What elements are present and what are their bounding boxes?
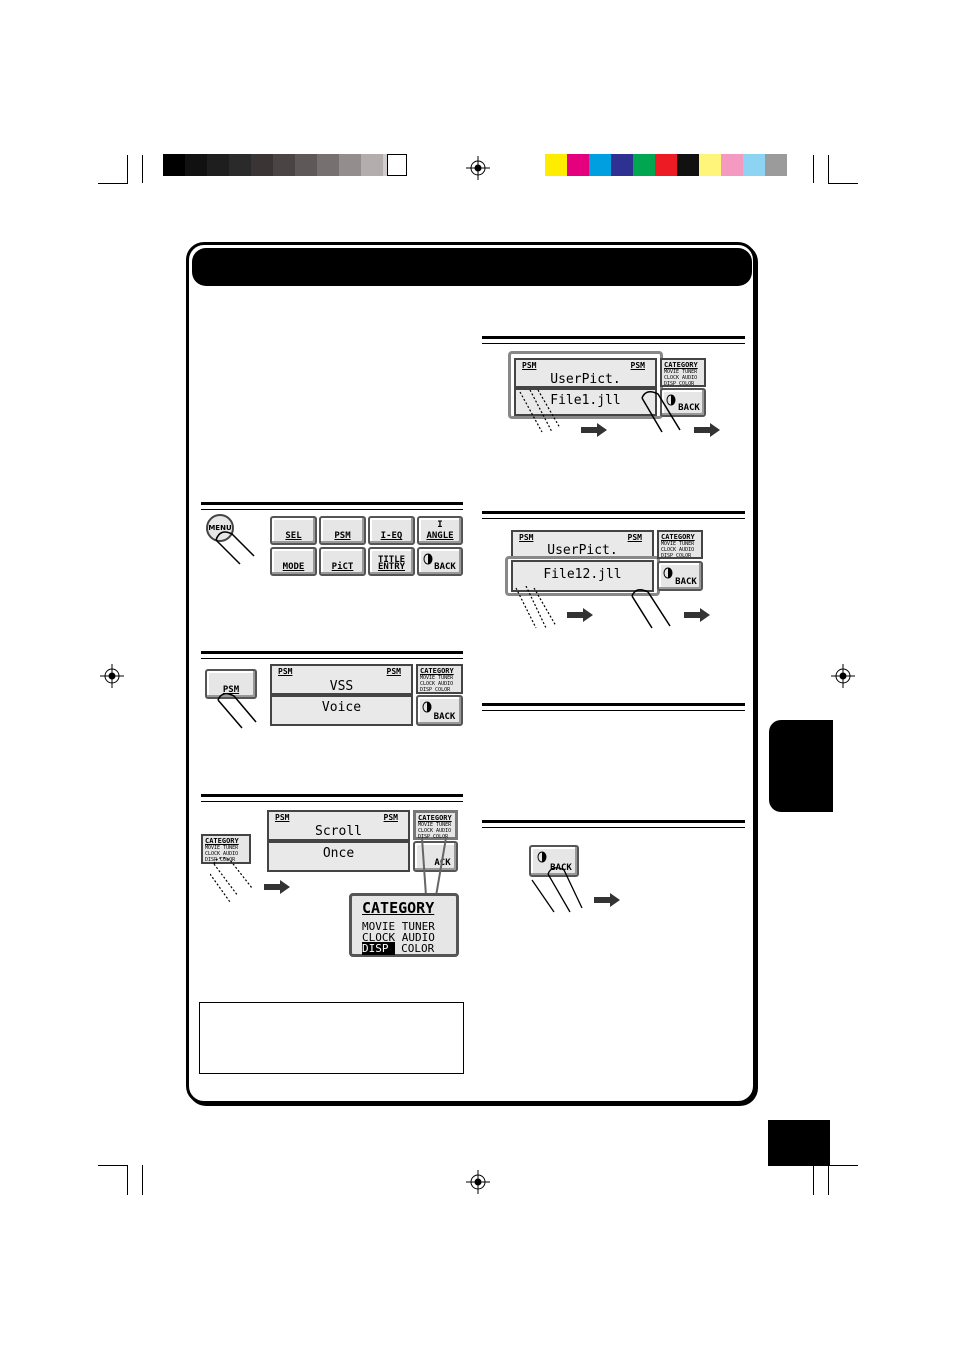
registration-mark-bottom bbox=[466, 1170, 490, 1194]
back-key[interactable]: BACK bbox=[529, 845, 579, 877]
finger-press-icon bbox=[631, 589, 671, 629]
title-entry-button[interactable]: TITLE ENTRY bbox=[368, 547, 415, 576]
lcd-line2-text: File1.jll bbox=[550, 393, 621, 408]
back-button[interactable]: BACK bbox=[416, 695, 463, 726]
lcd-line1: PSM PSM Scroll bbox=[267, 810, 410, 841]
lcd-line2-text: File12.jll bbox=[543, 567, 622, 582]
section-tab bbox=[769, 720, 833, 812]
step-rule bbox=[482, 710, 745, 711]
angle-button[interactable]: I ANGLE bbox=[417, 516, 463, 545]
finger-press-icon bbox=[217, 693, 257, 729]
menu-key[interactable]: MENU bbox=[206, 514, 234, 542]
lcd-line2[interactable]: Voice bbox=[270, 695, 413, 726]
knob-icon bbox=[663, 567, 673, 579]
category-button[interactable]: CATEGORY MOVIE TUNER CLOCK AUDIO DISP CO… bbox=[657, 530, 703, 559]
lcd-line2-text: Once bbox=[322, 846, 355, 861]
arrow-right-icon bbox=[581, 423, 607, 437]
lcd-line2[interactable]: Once bbox=[267, 841, 410, 872]
psm-button[interactable]: PSM bbox=[319, 516, 366, 545]
back-button[interactable]: BACK bbox=[657, 561, 703, 591]
knob-icon bbox=[666, 394, 676, 406]
step-rule bbox=[201, 502, 463, 505]
step-rule bbox=[482, 336, 745, 339]
category-key[interactable]: CATEGORY MOVIE TUNER CLOCK AUDIO DISP CO… bbox=[201, 834, 251, 864]
arrow-right-icon bbox=[594, 893, 620, 907]
finger-press-icon bbox=[531, 867, 583, 913]
lcd-line1: PSM PSM UserPict. bbox=[514, 358, 657, 388]
crop-mark bbox=[813, 155, 814, 183]
arrow-right-icon bbox=[694, 423, 720, 437]
category-button[interactable]: CATEGORY MOVIE TUNER CLOCK AUDIO DISP CO… bbox=[416, 664, 463, 694]
category-button-highlighted[interactable]: CATEGORY MOVIE TUNER CLOCK AUDIO DISP CO… bbox=[413, 810, 458, 840]
arrow-right-icon bbox=[684, 608, 710, 622]
note-box bbox=[199, 1002, 464, 1074]
crop-mark bbox=[98, 183, 128, 184]
step-rule bbox=[201, 651, 463, 654]
crop-mark bbox=[127, 1165, 128, 1195]
crop-mark bbox=[98, 1165, 128, 1166]
lcd-line2[interactable]: File1.jll bbox=[514, 388, 657, 416]
mode-button[interactable]: MODE bbox=[270, 547, 317, 576]
crop-mark bbox=[828, 1165, 829, 1195]
knob-icon bbox=[537, 851, 547, 863]
crop-mark bbox=[142, 155, 143, 183]
registration-mark-right bbox=[831, 664, 855, 688]
crop-mark bbox=[142, 1165, 143, 1195]
arrow-right-icon bbox=[567, 608, 593, 622]
finger-press-icon bbox=[215, 531, 255, 565]
knob-icon bbox=[423, 553, 433, 565]
crop-mark bbox=[127, 155, 128, 183]
step-rule bbox=[482, 827, 745, 828]
arrow-right-icon bbox=[264, 880, 290, 894]
registration-mark-left bbox=[100, 664, 124, 688]
step-rule bbox=[482, 518, 745, 519]
page-number-box bbox=[768, 1120, 830, 1166]
lcd-line1: PSM PSM VSS bbox=[270, 664, 413, 695]
finger-press-icon bbox=[210, 857, 253, 903]
menu-key-label: MENU bbox=[208, 524, 232, 532]
disp-highlight: DISP bbox=[362, 942, 395, 955]
pict-button[interactable]: PiCT bbox=[319, 547, 366, 576]
zoom-callout-lines bbox=[421, 838, 447, 896]
lcd-line1-text: Scroll bbox=[315, 824, 362, 839]
finger-press-icon bbox=[641, 391, 681, 433]
finger-press-icon bbox=[519, 389, 561, 433]
crop-mark bbox=[828, 183, 858, 184]
crop-mark bbox=[828, 155, 829, 183]
crop-mark bbox=[828, 1165, 858, 1166]
back-button[interactable]: BACK bbox=[417, 547, 463, 576]
category-button[interactable]: CATEGORY MOVIE TUNER CLOCK AUDIO DISP CO… bbox=[660, 358, 706, 387]
step-rule bbox=[201, 658, 463, 659]
crop-mark bbox=[813, 1165, 814, 1195]
i-eq-button[interactable]: I-EQ bbox=[368, 516, 415, 545]
step-rule bbox=[482, 820, 745, 823]
step-rule bbox=[201, 509, 463, 510]
knob-icon bbox=[422, 701, 432, 713]
lcd-line2[interactable]: File12.jll bbox=[511, 560, 654, 592]
lcd-line1-text: UserPict. bbox=[547, 543, 618, 558]
lcd-line2-text: Voice bbox=[321, 700, 362, 715]
finger-press-icon bbox=[515, 586, 557, 629]
step-rule bbox=[482, 703, 745, 706]
lcd-line1: PSM PSM UserPict. bbox=[511, 530, 654, 558]
lcd-line1-text: UserPict. bbox=[550, 372, 621, 387]
step-rule bbox=[482, 343, 745, 344]
step-rule bbox=[201, 801, 463, 802]
sel-button[interactable]: SEL bbox=[270, 516, 317, 545]
registration-mark-top bbox=[466, 156, 490, 180]
category-zoom: CATEGORY MOVIE TUNER CLOCK AUDIO DISP CO… bbox=[349, 893, 459, 957]
step-rule bbox=[201, 794, 463, 797]
panel-header-bar bbox=[192, 248, 752, 286]
back-button[interactable]: BACK bbox=[660, 388, 706, 417]
step-rule bbox=[482, 511, 745, 514]
lcd-line1-text: VSS bbox=[329, 679, 354, 694]
